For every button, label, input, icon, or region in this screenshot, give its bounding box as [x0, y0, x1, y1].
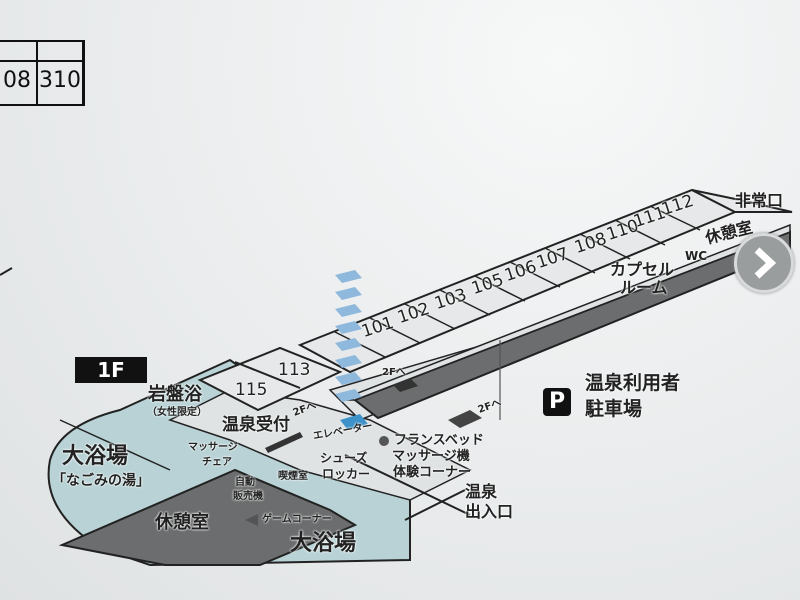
- parking-label: 温泉利用者: [585, 372, 681, 394]
- emergency-exit-label: 非常口: [735, 191, 784, 210]
- floor-badge: 1F: [75, 357, 147, 383]
- vending-machine-label: 自動: [235, 477, 255, 488]
- vending-machine-label-2: 販売機: [233, 491, 263, 502]
- next-button[interactable]: [734, 233, 794, 293]
- bedrock-bath-label: 岩盤浴: [148, 384, 202, 405]
- parking-icon: P: [543, 388, 571, 416]
- trial-corner-label: 体験コーナー: [393, 465, 472, 480]
- elevator-icon: [340, 414, 368, 430]
- stairs-2f-icon: [448, 410, 482, 428]
- reception-counter: [265, 432, 303, 453]
- room-113[interactable]: 113: [278, 360, 311, 380]
- capsule-room-label-2: ルーム: [620, 278, 668, 297]
- room-cell: 08: [3, 68, 31, 93]
- onsen-entrance-label-2: 出入口: [465, 502, 514, 521]
- capsule-room-label: カプセル: [610, 260, 675, 279]
- stairs-2f-icon-b: [393, 378, 418, 392]
- shoe-locker-label: シューズ: [320, 451, 368, 465]
- stairs-icon: [335, 270, 362, 402]
- to-2f-label: 2Fへ: [382, 367, 406, 378]
- room-block-113-115: [197, 346, 343, 412]
- room-cell: 310: [36, 42, 82, 104]
- nagomi-label: 「なごみの湯」: [52, 473, 150, 489]
- massage-chair-label-2: チェア: [202, 457, 232, 468]
- rest-room-area: [58, 468, 358, 566]
- chevron-right-icon: [754, 247, 777, 279]
- french-bed-label: フランスベッド: [394, 433, 484, 448]
- wc-label: WC: [685, 249, 708, 263]
- room-115[interactable]: 115: [235, 380, 268, 400]
- big-bath-left-label: 大浴場: [62, 444, 129, 469]
- onsen-entrance-label: 温泉: [465, 482, 498, 501]
- women-only-label: （女性限定）: [147, 407, 207, 418]
- massage-machine-label: マッサージ機: [392, 449, 470, 464]
- big-bath-bottom-label: 大浴場: [290, 531, 357, 556]
- parking-label-2: 駐車場: [585, 398, 643, 420]
- smoking-room-label: 喫煙室: [278, 471, 308, 482]
- shoe-locker-label-2: ロッカー: [322, 467, 371, 481]
- upper-floor-room-table: 08 310: [0, 40, 85, 106]
- bed-marker-icon: [379, 436, 389, 446]
- game-corner-label: ゲームコーナー: [262, 514, 332, 525]
- massage-chair-label: マッサージ: [188, 442, 238, 453]
- rest-room-label: 休憩室: [155, 512, 209, 533]
- arrow-icon: [245, 514, 258, 526]
- reception-label: 温泉受付: [222, 415, 290, 435]
